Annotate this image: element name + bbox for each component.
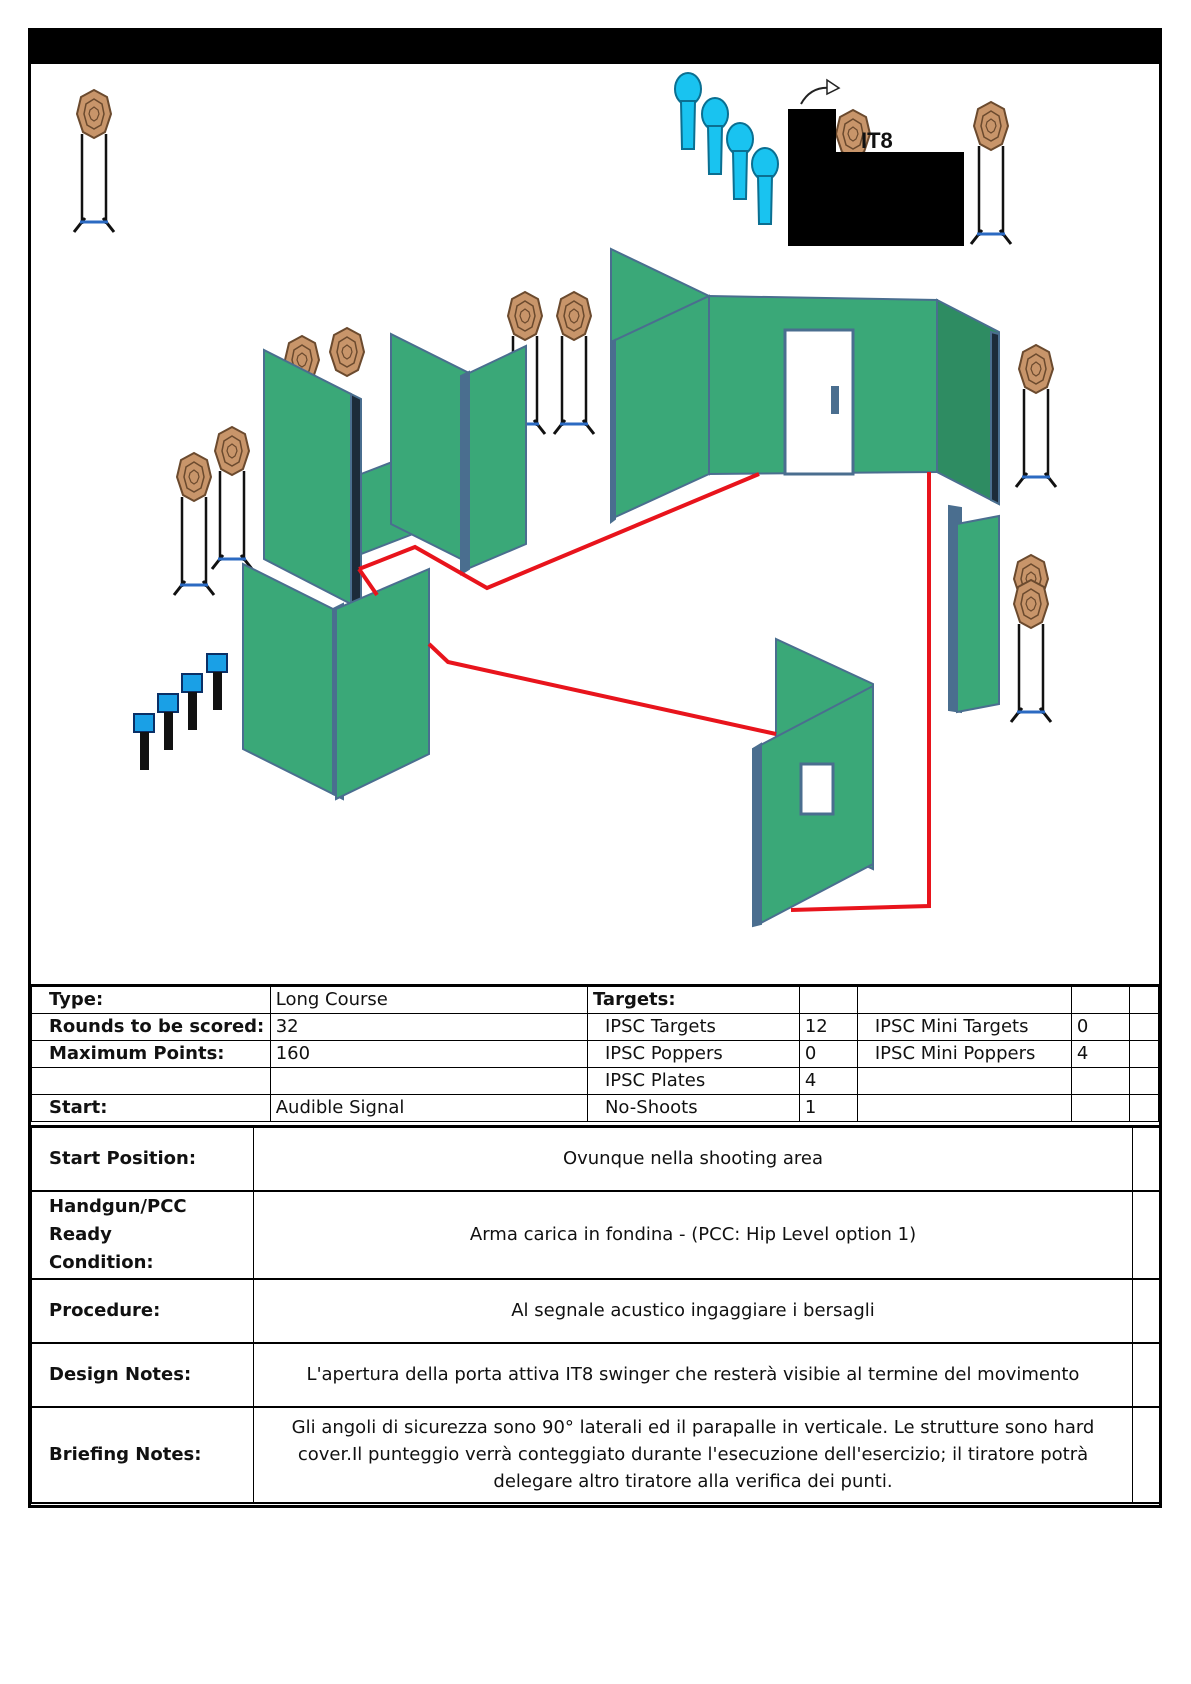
stage-diagram-svg	[72, 72, 1058, 928]
target-count: 12	[798, 1013, 858, 1041]
briefing-notes-label: Briefing Notes:	[31, 1406, 254, 1504]
design-notes-value: L'apertura della porta attiva IT8 swinge…	[253, 1342, 1133, 1408]
ready-label-line: Condition:	[49, 1251, 154, 1273]
it8-label: IT8	[861, 128, 893, 153]
walls	[242, 247, 1000, 928]
stage-sheet: IT8 Type: Long Course Targets: Rounds to…	[28, 28, 1162, 1508]
procedure-value: Al segnale acustico ingaggiare i bersagl…	[253, 1278, 1133, 1344]
design-notes-label: Design Notes:	[31, 1342, 254, 1408]
plate-rack	[133, 653, 228, 771]
start-position-label: Start Position:	[31, 1125, 254, 1192]
fault-line	[358, 472, 760, 591]
target-name: IPSC Plates	[586, 1067, 800, 1095]
no-shoot-group	[674, 72, 779, 225]
target-right-high	[1014, 344, 1058, 489]
briefing-line: cover.Il punteggio verrà conteggiato dur…	[297, 1444, 1089, 1465]
stage-info-table: Type: Long Course Targets: Rounds to be …	[31, 984, 1160, 1122]
target-right-low	[1009, 554, 1053, 724]
points-value: 160	[269, 1040, 588, 1068]
fault-line-3	[427, 642, 777, 736]
target-name: No-Shoots	[586, 1094, 800, 1122]
type-value: Long Course	[269, 984, 588, 1014]
mini-target-count: 4	[1070, 1040, 1130, 1068]
rounds-value: 32	[269, 1013, 588, 1041]
briefing-line: Gli angoli di sicurezza sono 90° lateral…	[291, 1417, 1095, 1438]
start-value: Audible Signal	[269, 1094, 588, 1122]
target-name: IPSC Targets	[586, 1013, 800, 1041]
redaction-block-2	[788, 152, 964, 246]
start-label: Start:	[31, 1094, 271, 1122]
redacted-header-bar	[31, 31, 1159, 64]
briefing-notes-value: Gli angoli di sicurezza sono 90° lateral…	[253, 1406, 1133, 1504]
briefing-line: delegare altro tiratore alla verifica de…	[493, 1471, 893, 1492]
target-count: 4	[798, 1067, 858, 1095]
ready-label-line: Handgun/PCC Ready	[49, 1195, 187, 1245]
target-top-right	[969, 101, 1013, 246]
target-count: 1	[798, 1094, 858, 1122]
target-pair-left	[172, 426, 254, 597]
fault-line-4	[790, 472, 931, 912]
target-top-left	[72, 89, 116, 234]
start-position-value: Ovunque nella shooting area	[253, 1125, 1133, 1192]
type-label: Type:	[31, 984, 271, 1014]
targets-label: Targets:	[586, 984, 800, 1014]
mini-target-count: 0	[1070, 1013, 1130, 1041]
stage-diagram: IT8	[31, 64, 1159, 1014]
rounds-label: Rounds to be scored:	[31, 1013, 271, 1041]
ready-condition-value: Arma carica in fondina - (PCC: Hip Level…	[253, 1190, 1133, 1280]
fault-line-2	[357, 567, 379, 597]
procedure-label: Procedure:	[31, 1278, 254, 1344]
mini-target-name: IPSC Mini Poppers	[856, 1040, 1072, 1068]
target-name: IPSC Poppers	[586, 1040, 800, 1068]
ready-condition-label: Handgun/PCC Ready Condition:	[31, 1190, 254, 1280]
mini-target-name: IPSC Mini Targets	[856, 1013, 1072, 1041]
stage-description-table: Start Position: Ovunque nella shooting a…	[31, 1125, 1160, 1504]
points-label: Maximum Points:	[31, 1040, 271, 1068]
target-count: 0	[798, 1040, 858, 1068]
